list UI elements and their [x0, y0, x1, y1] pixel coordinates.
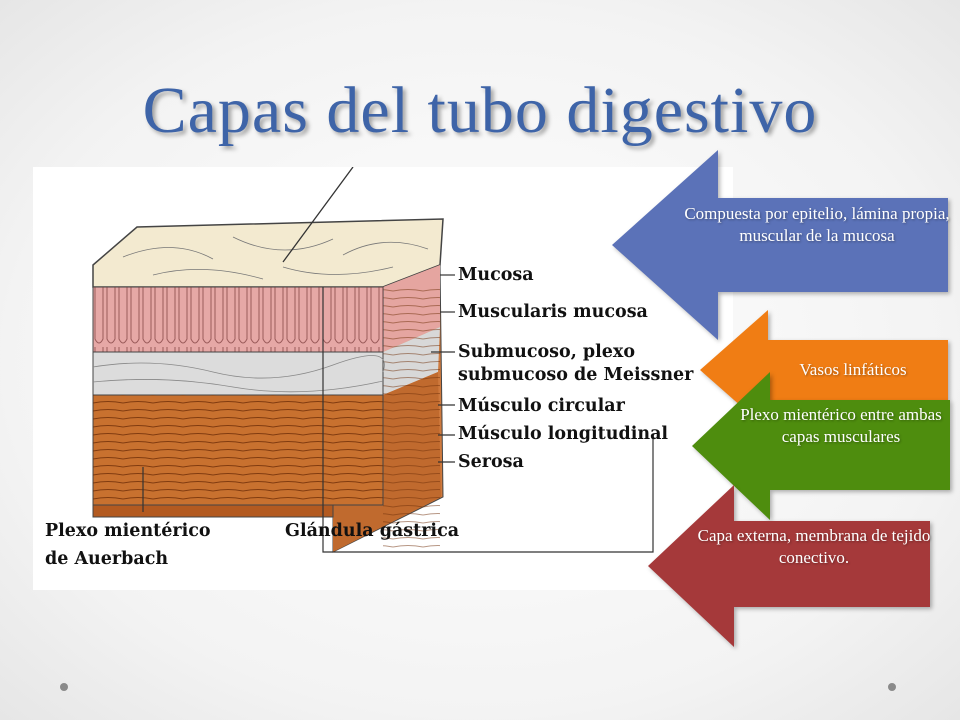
- label-serosa: Serosa: [458, 452, 524, 472]
- label-plexo-mienterico-line2: de Auerbach: [45, 549, 169, 569]
- decorative-dot-left: [60, 683, 68, 691]
- label-glandula-gastrica: Glándula gástrica: [285, 521, 460, 541]
- left-arrow-shape: [612, 150, 948, 340]
- label-mucosa: Mucosa: [458, 265, 534, 285]
- label-submucoso-line1: Submucoso, plexo: [458, 342, 635, 362]
- slide-title: Capas del tubo digestivo: [142, 74, 818, 147]
- label-plexo-mienterico-line1: Plexo mientérico: [45, 521, 211, 541]
- callout-mucosa-text: Compuesta por epitelio, lámina propia, m…: [684, 204, 950, 246]
- callout-plexo-mienterico: Plexo mientérico entre ambas capas muscu…: [692, 372, 954, 520]
- label-muscularis-mucosa: Muscularis mucosa: [458, 302, 648, 322]
- callout-mucosa-composition: Compuesta por epitelio, lámina propia, m…: [612, 150, 952, 340]
- callout-plexo-text: Plexo mientérico entre ambas capas muscu…: [740, 405, 942, 447]
- left-arrow-shape: [692, 372, 950, 520]
- left-arrow-shape: [648, 485, 930, 647]
- tissue-block-illustration: [92, 167, 654, 553]
- label-musculo-circular: Músculo circular: [458, 396, 625, 416]
- callout-capa-externa-text: Capa externa, membrana de tejido conecti…: [697, 526, 931, 568]
- digestive-tube-layers-diagram: Mucosa Muscularis mucosa Submucoso, plex…: [33, 167, 733, 590]
- label-musculo-longitudinal: Músculo longitudinal: [458, 424, 669, 444]
- label-submucoso-line2: submucoso de Meissner: [458, 365, 694, 385]
- callout-capa-externa: Capa externa, membrana de tejido conecti…: [648, 485, 938, 647]
- mucosa-top-surface: [92, 218, 444, 288]
- serosa-layer: [92, 504, 334, 518]
- callout-vasos-text: Vasos linfáticos: [799, 360, 907, 379]
- decorative-dot-right: [888, 683, 896, 691]
